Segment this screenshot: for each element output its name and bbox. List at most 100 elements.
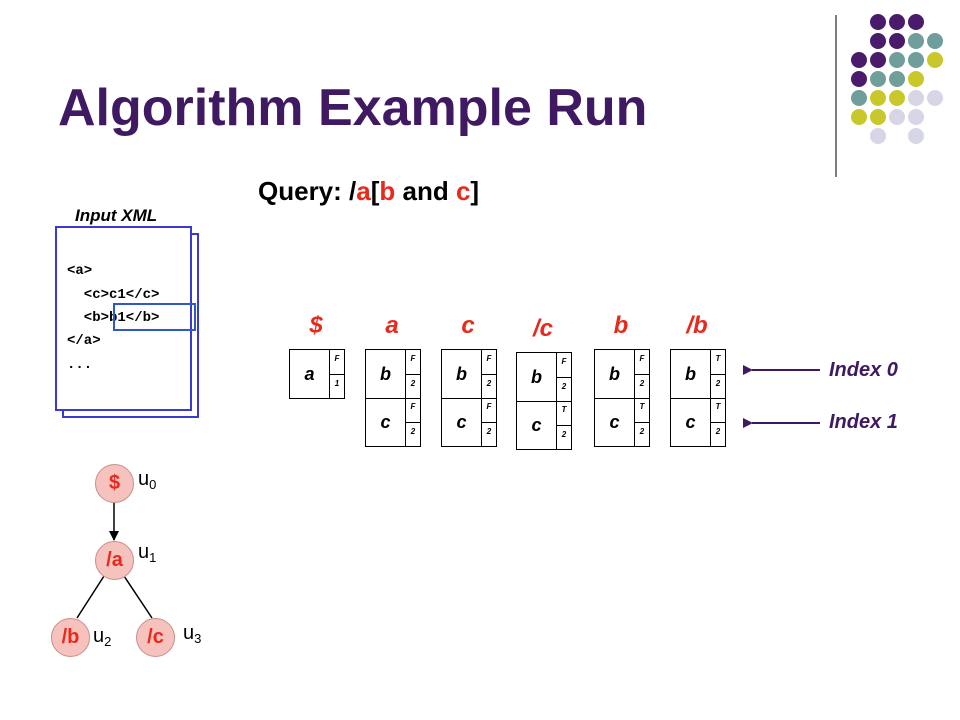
- xml-highlight-box: [113, 303, 196, 331]
- stack-entry-label: c: [366, 398, 406, 446]
- stack-entry-flag: T: [561, 405, 567, 414]
- stack-entry-label: a: [290, 350, 330, 398]
- decorative-dot: [927, 33, 943, 49]
- stack-column-head: /c: [532, 315, 553, 342]
- stack-entry-count: 2: [715, 379, 721, 388]
- stack-row-divider: [366, 398, 420, 399]
- stack-column-head: b: [613, 312, 629, 339]
- stack-entry-flag: T: [715, 354, 721, 363]
- stack-column-head: a: [385, 312, 399, 339]
- stack-entry-flag: F: [410, 402, 416, 411]
- tree-node-root: $: [95, 464, 134, 503]
- stack-entry-flag: T: [639, 402, 645, 411]
- decorative-dot: [870, 14, 886, 30]
- stack-entry-count: 1: [334, 379, 340, 388]
- decorative-dot: [870, 52, 886, 68]
- stack-entry-count: 2: [639, 427, 645, 436]
- xml-line: </a>: [67, 333, 101, 349]
- tree-label-u1: u1: [138, 541, 157, 565]
- stack-entry-label: c: [671, 398, 711, 446]
- decorative-dot: [908, 33, 924, 49]
- decorative-dot: [851, 52, 867, 68]
- decorative-dot: [889, 109, 905, 125]
- stack-entry-divider: [557, 425, 571, 426]
- xml-line: ...: [67, 357, 93, 373]
- stack-entry-flag: F: [561, 357, 567, 366]
- xml-line: <c>c1</c>: [67, 287, 160, 303]
- decorative-dot: [889, 90, 905, 106]
- stack-entry-count: 2: [715, 427, 721, 436]
- stack-entry-count: 2: [410, 427, 416, 436]
- tree-label-u0: u0: [138, 468, 157, 492]
- tree-edge-a-c: [123, 575, 153, 619]
- index-1-label: Index 1: [829, 411, 898, 433]
- stack-entry-divider: [330, 374, 344, 375]
- stack-row-divider: [517, 401, 571, 402]
- stack-entry-count: 2: [639, 379, 645, 388]
- query-text: Query: /a[b and c]: [258, 176, 479, 207]
- stack-entry-flag: F: [486, 402, 492, 411]
- stack-entry-flag: T: [715, 402, 721, 411]
- stack-entry-count: 2: [486, 427, 492, 436]
- stack-entry-label: b: [366, 350, 406, 398]
- decorative-dot: [870, 109, 886, 125]
- decorative-dot: [889, 52, 905, 68]
- stack-entry-label: b: [517, 353, 557, 401]
- query-and: and: [395, 176, 456, 206]
- query-part-a: a: [356, 176, 371, 206]
- page-title: Algorithm Example Run: [58, 79, 648, 137]
- decorative-dot: [851, 90, 867, 106]
- stack-column-head: c: [461, 312, 475, 339]
- decorative-dot: [908, 109, 924, 125]
- decorative-dot: [889, 71, 905, 87]
- decorative-dot: [908, 14, 924, 30]
- stack-entry-label: c: [517, 401, 557, 449]
- stack-entry-count: 2: [561, 430, 567, 439]
- decorative-dot: [870, 33, 886, 49]
- stack-entry-flag: F: [410, 354, 416, 363]
- stack-entry-divider: [482, 422, 496, 423]
- stack-entry-count: 2: [410, 379, 416, 388]
- stack-column-head: /b: [686, 312, 708, 339]
- stack-entry-count: 2: [486, 379, 492, 388]
- query-part-c: c: [455, 176, 471, 206]
- stack-entry-label: b: [595, 350, 635, 398]
- stack-entry-label: b: [442, 350, 482, 398]
- stack-entry-divider: [557, 377, 571, 378]
- query-prefix: Query: /: [258, 176, 357, 206]
- decorative-dot: [908, 128, 924, 144]
- decorative-dot: [927, 52, 943, 68]
- stack-row-divider: [671, 398, 725, 399]
- stack-entry-divider: [711, 422, 725, 423]
- index-0-label: Index 0: [829, 359, 898, 381]
- xml-line: <a>: [67, 263, 93, 279]
- stack-entry-label: b: [671, 350, 711, 398]
- tree-node-b: /b: [51, 618, 90, 657]
- decorative-dot: [870, 90, 886, 106]
- tree-edge-a-b: [76, 575, 105, 619]
- query-part-b: b: [379, 176, 396, 206]
- decorative-dot: [851, 109, 867, 125]
- decorative-dot: [908, 90, 924, 106]
- xml-line: <b>b1</b>: [67, 310, 160, 326]
- stack-row-divider: [442, 398, 496, 399]
- decorative-dot: [908, 71, 924, 87]
- decorative-dot: [889, 14, 905, 30]
- stack-entry-divider: [406, 374, 420, 375]
- stack-entry-count: 2: [561, 382, 567, 391]
- decorative-dot: [927, 90, 943, 106]
- stack-entry-flag: F: [639, 354, 645, 363]
- tree-node-a: /a: [95, 541, 134, 580]
- tree-node-c: /c: [136, 618, 175, 657]
- input-xml-box: <a> <c>c1</c> <b>b1</b> </a> ...: [55, 226, 192, 411]
- decorative-dot: [908, 52, 924, 68]
- stack-entry-flag: F: [334, 354, 340, 363]
- decorative-dot: [870, 71, 886, 87]
